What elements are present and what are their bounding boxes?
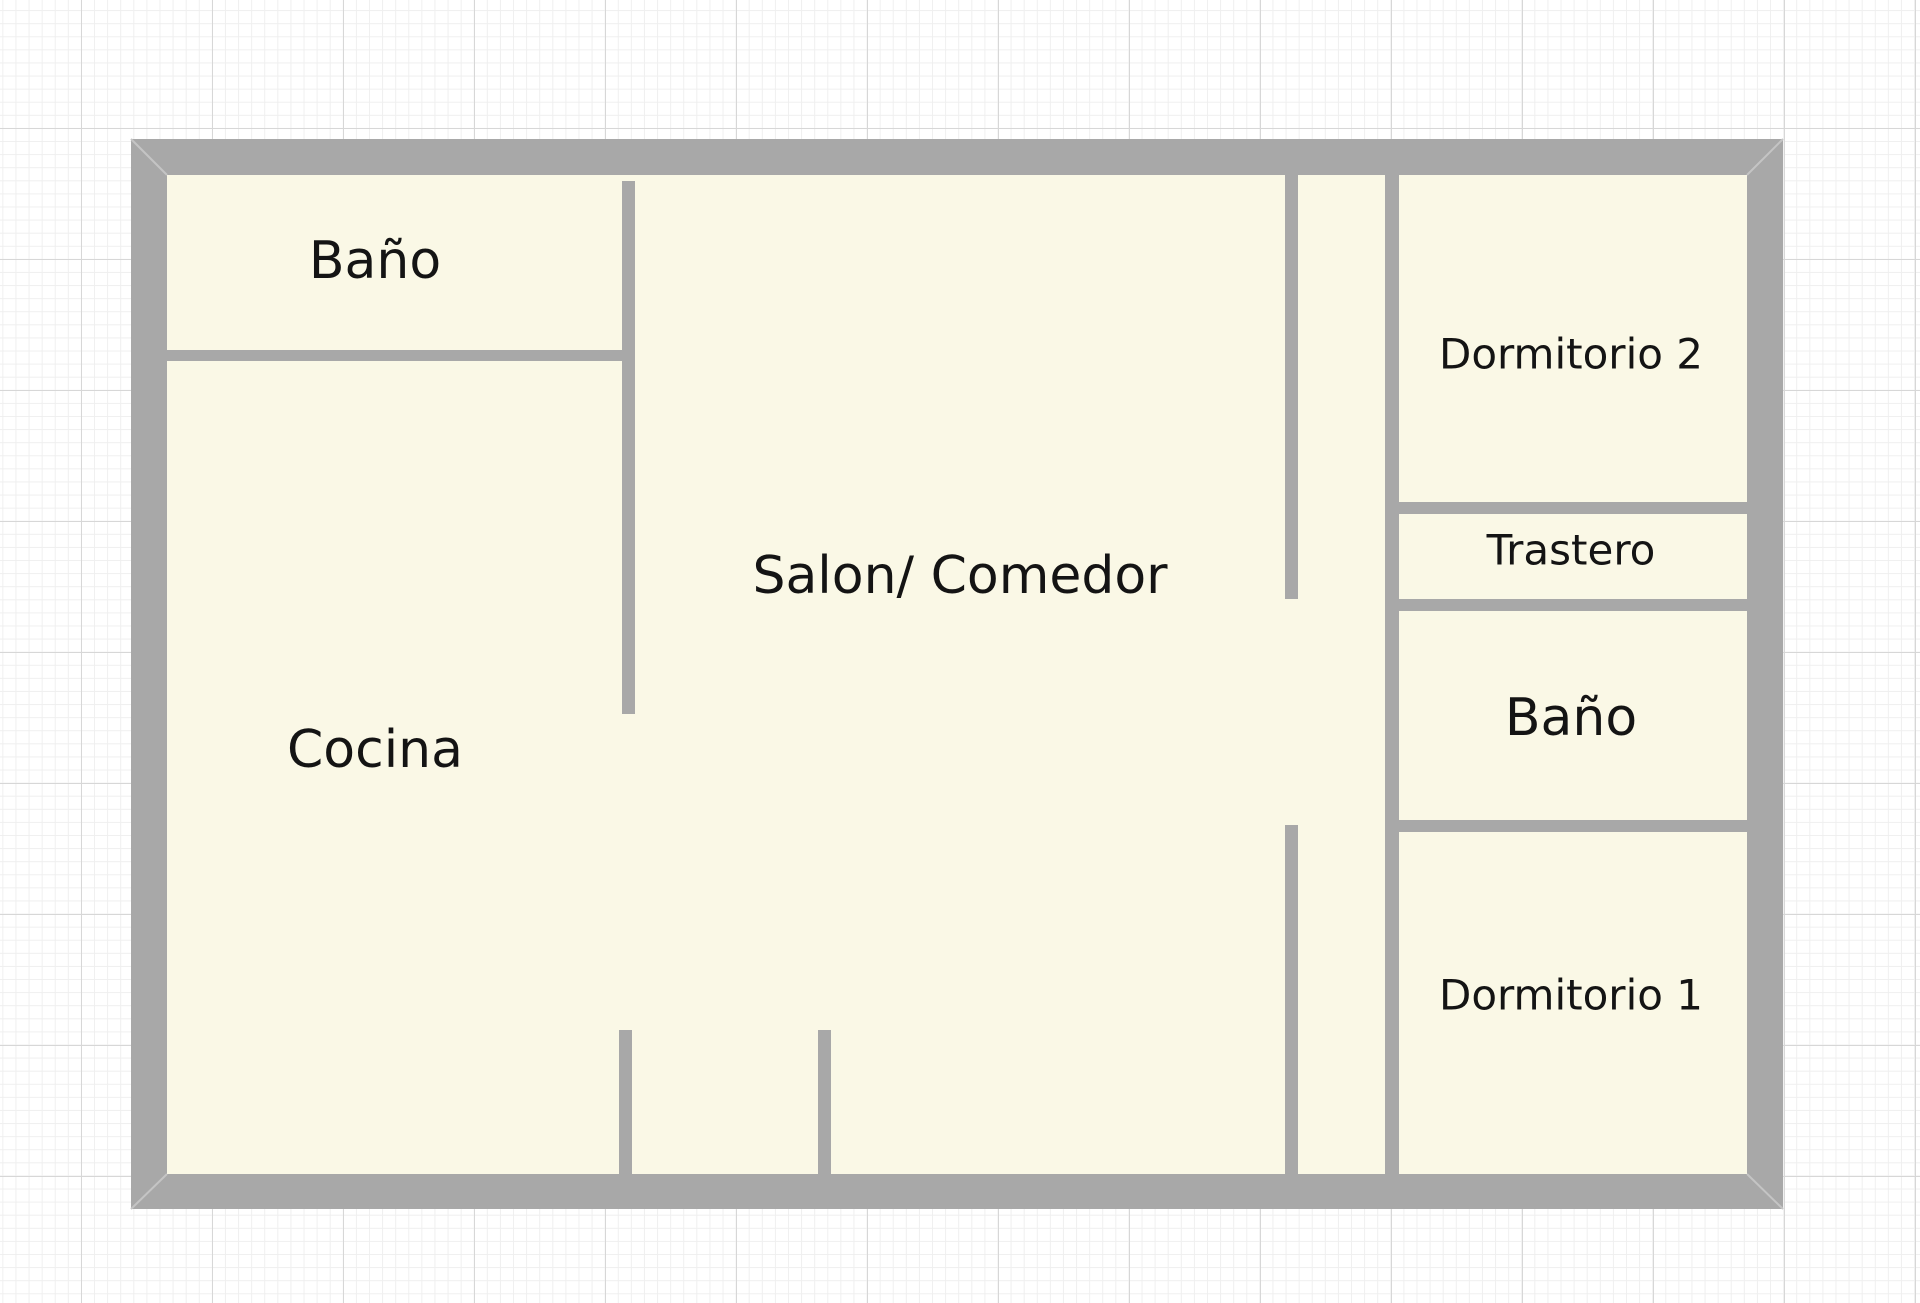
wall-trastero-bano — [1399, 599, 1747, 611]
interior-walls — [167, 175, 1747, 1174]
room-label-bano-top: Baño — [309, 231, 441, 291]
wall-corridor-right — [1385, 175, 1399, 1174]
wall-bano-cocina — [167, 350, 627, 361]
wall-corridor-lower — [1285, 825, 1298, 1174]
room-label-dormitorio-2: Dormitorio 2 — [1439, 330, 1703, 379]
wall-bottom-stub-left — [619, 1030, 632, 1174]
wall-corner-bevels — [130, 138, 1784, 1210]
wall-corridor-upper — [1285, 175, 1298, 599]
room-label-dormitorio-1: Dormitorio 1 — [1439, 971, 1703, 1020]
floor-area — [167, 175, 1747, 1174]
wall-bano-dorm1 — [1399, 820, 1747, 832]
wall-salon-left — [622, 181, 635, 714]
room-label-bano-right: Baño — [1505, 688, 1637, 748]
room-label-cocina: Cocina — [287, 720, 463, 780]
wall-bottom-stub-right — [818, 1030, 831, 1174]
room-label-trastero: Trastero — [1486, 526, 1656, 575]
wall-dorm2-trastero — [1399, 502, 1747, 514]
room-label-salon: Salon/ Comedor — [752, 546, 1168, 606]
